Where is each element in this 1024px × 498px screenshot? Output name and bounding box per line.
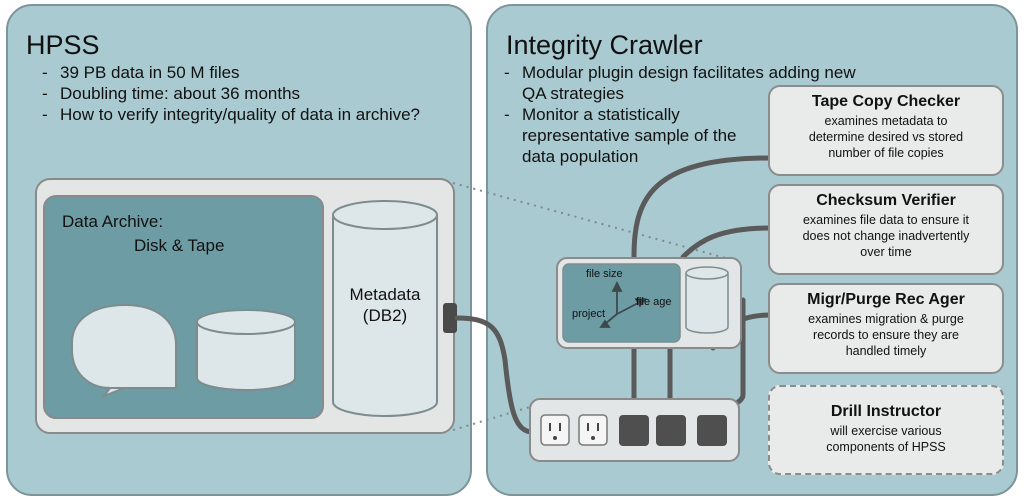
tape-cylinder-icon xyxy=(196,309,296,391)
plugin-tape-copy-checker: Tape Copy Checker examines metadata to d… xyxy=(768,85,1004,176)
hpss-bullet: Doubling time: about 36 months xyxy=(42,83,420,104)
server-port xyxy=(443,303,457,333)
crawler-bullet: Modular plugin design facilitates adding… xyxy=(504,62,882,104)
hpss-bullet-list: 39 PB data in 50 M files Doubling time: … xyxy=(42,62,420,125)
plugin-title: Migr/Purge Rec Ager xyxy=(807,291,965,308)
metadata-label: Metadata (DB2) xyxy=(336,284,434,326)
occupied-socket xyxy=(656,415,686,446)
data-archive-label: Data Archive: Disk & Tape xyxy=(62,212,224,256)
axis-arrows xyxy=(599,280,647,328)
crawler-bullet: Monitor a statistically representative s… xyxy=(504,104,774,167)
crawler-bullet-list: Modular plugin design facilitates adding… xyxy=(504,62,856,167)
data-archive-label-line: Data Archive: xyxy=(62,212,164,231)
occupied-socket xyxy=(619,415,649,446)
plugin-description: will exercise various components of HPSS xyxy=(826,424,946,454)
hpss-bullet: How to verify integrity/quality of data … xyxy=(42,104,420,125)
axis-label-file-size: file size xyxy=(586,268,623,280)
plugin-drill-instructor: Drill Instructor will exercise various c… xyxy=(768,385,1004,475)
power-outlet-icon xyxy=(578,414,608,446)
zoom-lines xyxy=(452,182,741,431)
metadata-label-line: Metadata xyxy=(349,285,421,304)
plugin-title: Tape Copy Checker xyxy=(811,93,961,110)
axis-label-project: project xyxy=(572,308,606,320)
crawler-title: Integrity Crawler xyxy=(506,30,703,60)
plugin-title: Checksum Verifier xyxy=(816,192,956,209)
disk-icon xyxy=(71,303,177,399)
data-archive-label-line: Disk & Tape xyxy=(134,236,225,255)
plugin-title: Drill Instructor xyxy=(830,403,942,420)
metadata-label-line: (DB2) xyxy=(362,306,408,325)
axis-label-file-age: file age xyxy=(636,296,672,308)
occupied-socket xyxy=(697,415,727,446)
sample-space-box xyxy=(562,263,681,343)
hpss-title: HPSS xyxy=(26,30,100,60)
metadata-cylinder-icon xyxy=(332,200,438,417)
plugin-description: examines metadata to determine desired v… xyxy=(808,114,964,160)
plugin-description: examines file data to ensure it does not… xyxy=(802,213,970,259)
sample-cylinder-icon xyxy=(685,266,729,334)
power-outlet-icon xyxy=(540,414,570,446)
plugin-description: examines migration & purge records to en… xyxy=(808,312,964,358)
plugin-checksum-verifier: Checksum Verifier examines file data to … xyxy=(768,184,1004,275)
plugin-migr-purge-rec-ager: Migr/Purge Rec Ager examines migration &… xyxy=(768,283,1004,374)
hpss-bullet: 39 PB data in 50 M files xyxy=(42,62,420,83)
